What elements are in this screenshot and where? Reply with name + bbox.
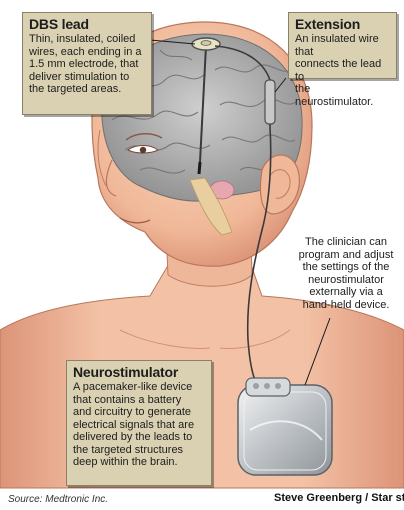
dbs-lead-description: Thin, insulated, coiled wires, each endi…	[29, 33, 146, 96]
extension-description: An insulated wire that connects the lead…	[295, 33, 391, 108]
artist-credit: Steve Greenberg / Star sta	[274, 492, 404, 504]
neurostimulator-description: A pacemaker-like device that contains a …	[73, 381, 206, 469]
dbs-lead-title: DBS lead	[29, 16, 146, 32]
source-credit: Source: Medtronic Inc.	[8, 494, 108, 505]
neurostimulator-title: Neurostimulator	[73, 364, 206, 380]
dbs-lead-callout: DBS lead Thin, insulated, coiled wires, …	[22, 12, 152, 115]
neurostimulator-callout: Neurostimulator A pacemaker-like device …	[66, 360, 212, 486]
extension-callout: Extension An insulated wire that connect…	[288, 12, 397, 79]
extension-title: Extension	[295, 16, 391, 32]
clinician-note: The clinician can program and adjust the…	[290, 236, 402, 311]
neurostimulator-device	[238, 378, 332, 475]
